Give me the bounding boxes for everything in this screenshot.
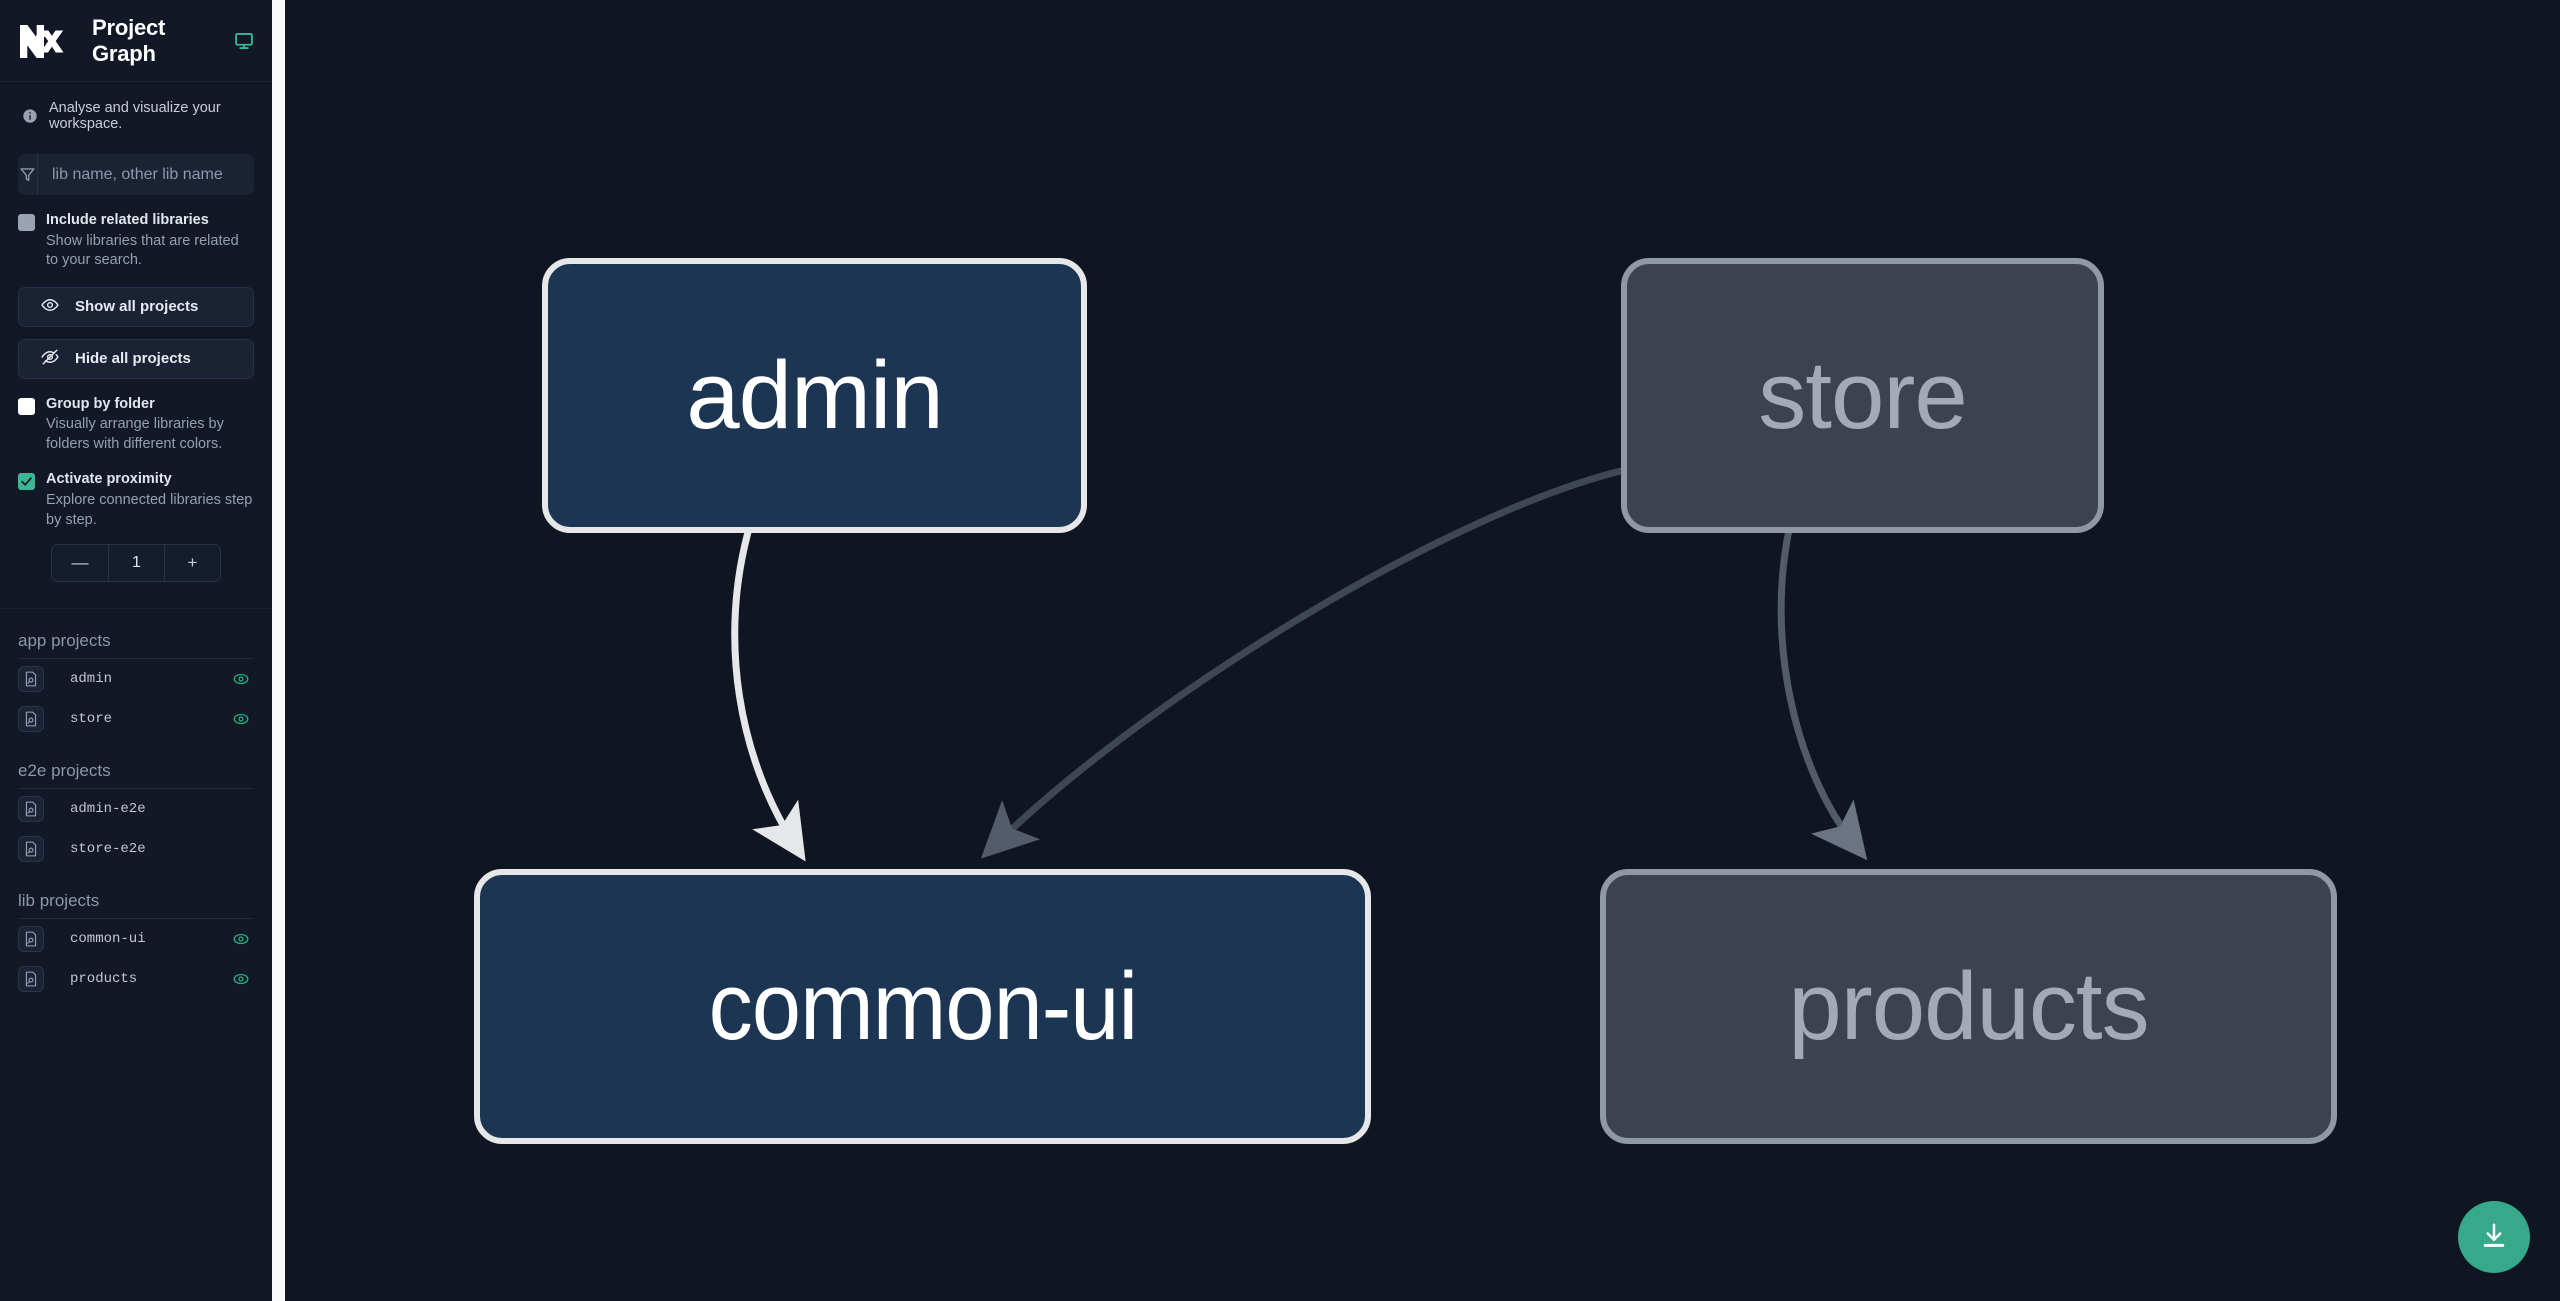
group-by-folder-label: Group by folder (46, 395, 155, 412)
project-name-admin-e2e: admin-e2e (70, 801, 146, 818)
graph-edges (731, 466, 1868, 862)
eye-icon (41, 296, 59, 318)
project-visibility-eye-icon[interactable] (232, 930, 250, 948)
project-file-icon (18, 796, 44, 823)
project-row-admin[interactable]: admin (18, 659, 254, 699)
project-name-store: store (70, 711, 113, 728)
project-file-icon (18, 836, 44, 863)
group-label-e2e: e2e projects (18, 761, 111, 781)
download-graph-button[interactable] (2458, 1201, 2530, 1273)
sidebar-resizer[interactable] (272, 0, 285, 1301)
group-label-app: app projects (18, 631, 111, 651)
sidebar-header: Project Graph (0, 0, 272, 82)
sidebar-subtitle: Analyse and visualize your workspace. (49, 100, 221, 132)
hide-all-projects-button[interactable]: Hide all projects (18, 338, 254, 379)
graph-node-common-ui[interactable]: common-ui (474, 869, 1371, 1144)
project-group-e2e: e2e projects admin-e2e store-e2e (0, 739, 272, 869)
graph-node-products[interactable]: products (1600, 869, 2337, 1144)
project-visibility-eye-icon[interactable] (232, 710, 250, 728)
proximity-increment-button[interactable]: + (164, 545, 220, 582)
edge-store-to-products (1777, 524, 1868, 861)
hide-all-projects-label: Hide all projects (75, 350, 191, 368)
sidebar-divider (0, 608, 272, 610)
monitor-icon[interactable] (234, 31, 254, 51)
group-rule (18, 658, 254, 660)
proximity-stepper-wrap: — 1 + (0, 530, 272, 583)
project-file-icon (18, 926, 44, 953)
project-file-icon (18, 666, 44, 693)
project-group-app: app projects admin (0, 609, 272, 739)
visibility-buttons: Show all projects Hide all projects (0, 271, 272, 379)
include-related-libraries-checkbox[interactable] (18, 214, 35, 231)
project-row-store-e2e[interactable]: store-e2e (18, 829, 254, 869)
group-label-lib: lib projects (18, 891, 100, 911)
show-all-projects-label: Show all projects (75, 298, 199, 316)
download-icon (2479, 1221, 2509, 1254)
search-input[interactable] (38, 154, 254, 195)
eye-off-icon (41, 348, 59, 370)
graph-node-admin[interactable]: admin (542, 258, 1087, 533)
proximity-stepper: — 1 + (51, 544, 221, 583)
graph-node-products-label: products (1788, 952, 2149, 1060)
graph-node-store[interactable]: store (1621, 258, 2104, 533)
project-visibility-eye-icon[interactable] (232, 670, 250, 688)
project-row-admin-e2e[interactable]: admin-e2e (18, 789, 254, 829)
edge-store-to-common-ui (980, 466, 1626, 859)
project-group-lib: lib projects common-ui (0, 869, 272, 999)
graph-node-store-label: store (1758, 341, 1967, 449)
option-group-by-folder[interactable]: Group by folder Visually arrange librari… (0, 379, 272, 455)
group-rule (18, 788, 254, 790)
proximity-value: 1 (108, 545, 164, 582)
group-by-folder-description: Visually arrange libraries by folders wi… (46, 416, 224, 452)
project-row-products[interactable]: products (18, 959, 254, 999)
include-related-libraries-label: Include related libraries (46, 212, 209, 228)
proximity-decrement-button[interactable]: — (71, 553, 89, 573)
page-title: Project Graph (92, 14, 166, 66)
project-file-icon (18, 706, 44, 733)
group-by-folder-checkbox[interactable] (18, 397, 35, 415)
project-row-store[interactable]: store (18, 699, 254, 739)
activate-proximity-label: Activate proximity (46, 471, 172, 488)
option-include-related-libraries[interactable]: Include related libraries Show libraries… (0, 195, 272, 271)
project-name-products: products (70, 971, 138, 988)
activate-proximity-checkbox[interactable] (18, 473, 35, 491)
sidebar-subtitle-row: Analyse and visualize your workspace. (0, 82, 272, 140)
sidebar: Project Graph Analyse and visualize your… (0, 0, 272, 1301)
project-name-store-e2e: store-e2e (70, 841, 146, 858)
filter-funnel-icon[interactable] (18, 154, 38, 195)
include-related-libraries-description: Show libraries that are related to your … (46, 232, 239, 269)
project-visibility-eye-icon[interactable] (232, 970, 250, 988)
option-activate-proximity[interactable]: Activate proximity Explore connected lib… (0, 454, 272, 530)
graph-canvas[interactable]: admin store common-ui products (285, 0, 2560, 1301)
search-box[interactable] (18, 154, 254, 195)
nx-logo (18, 20, 64, 62)
edge-admin-to-common-ui (731, 524, 806, 862)
info-icon (22, 108, 38, 124)
graph-node-admin-label: admin (686, 341, 943, 449)
project-row-common-ui[interactable]: common-ui (18, 919, 254, 959)
project-file-icon (18, 966, 44, 993)
group-rule (18, 918, 254, 920)
graph-node-common-ui-label: common-ui (708, 952, 1137, 1060)
show-all-projects-button[interactable]: Show all projects (18, 286, 254, 327)
search-section (0, 140, 272, 195)
project-name-common-ui: common-ui (70, 931, 146, 948)
activate-proximity-description: Explore connected libraries step by step… (46, 491, 253, 528)
project-name-admin: admin (70, 671, 113, 688)
